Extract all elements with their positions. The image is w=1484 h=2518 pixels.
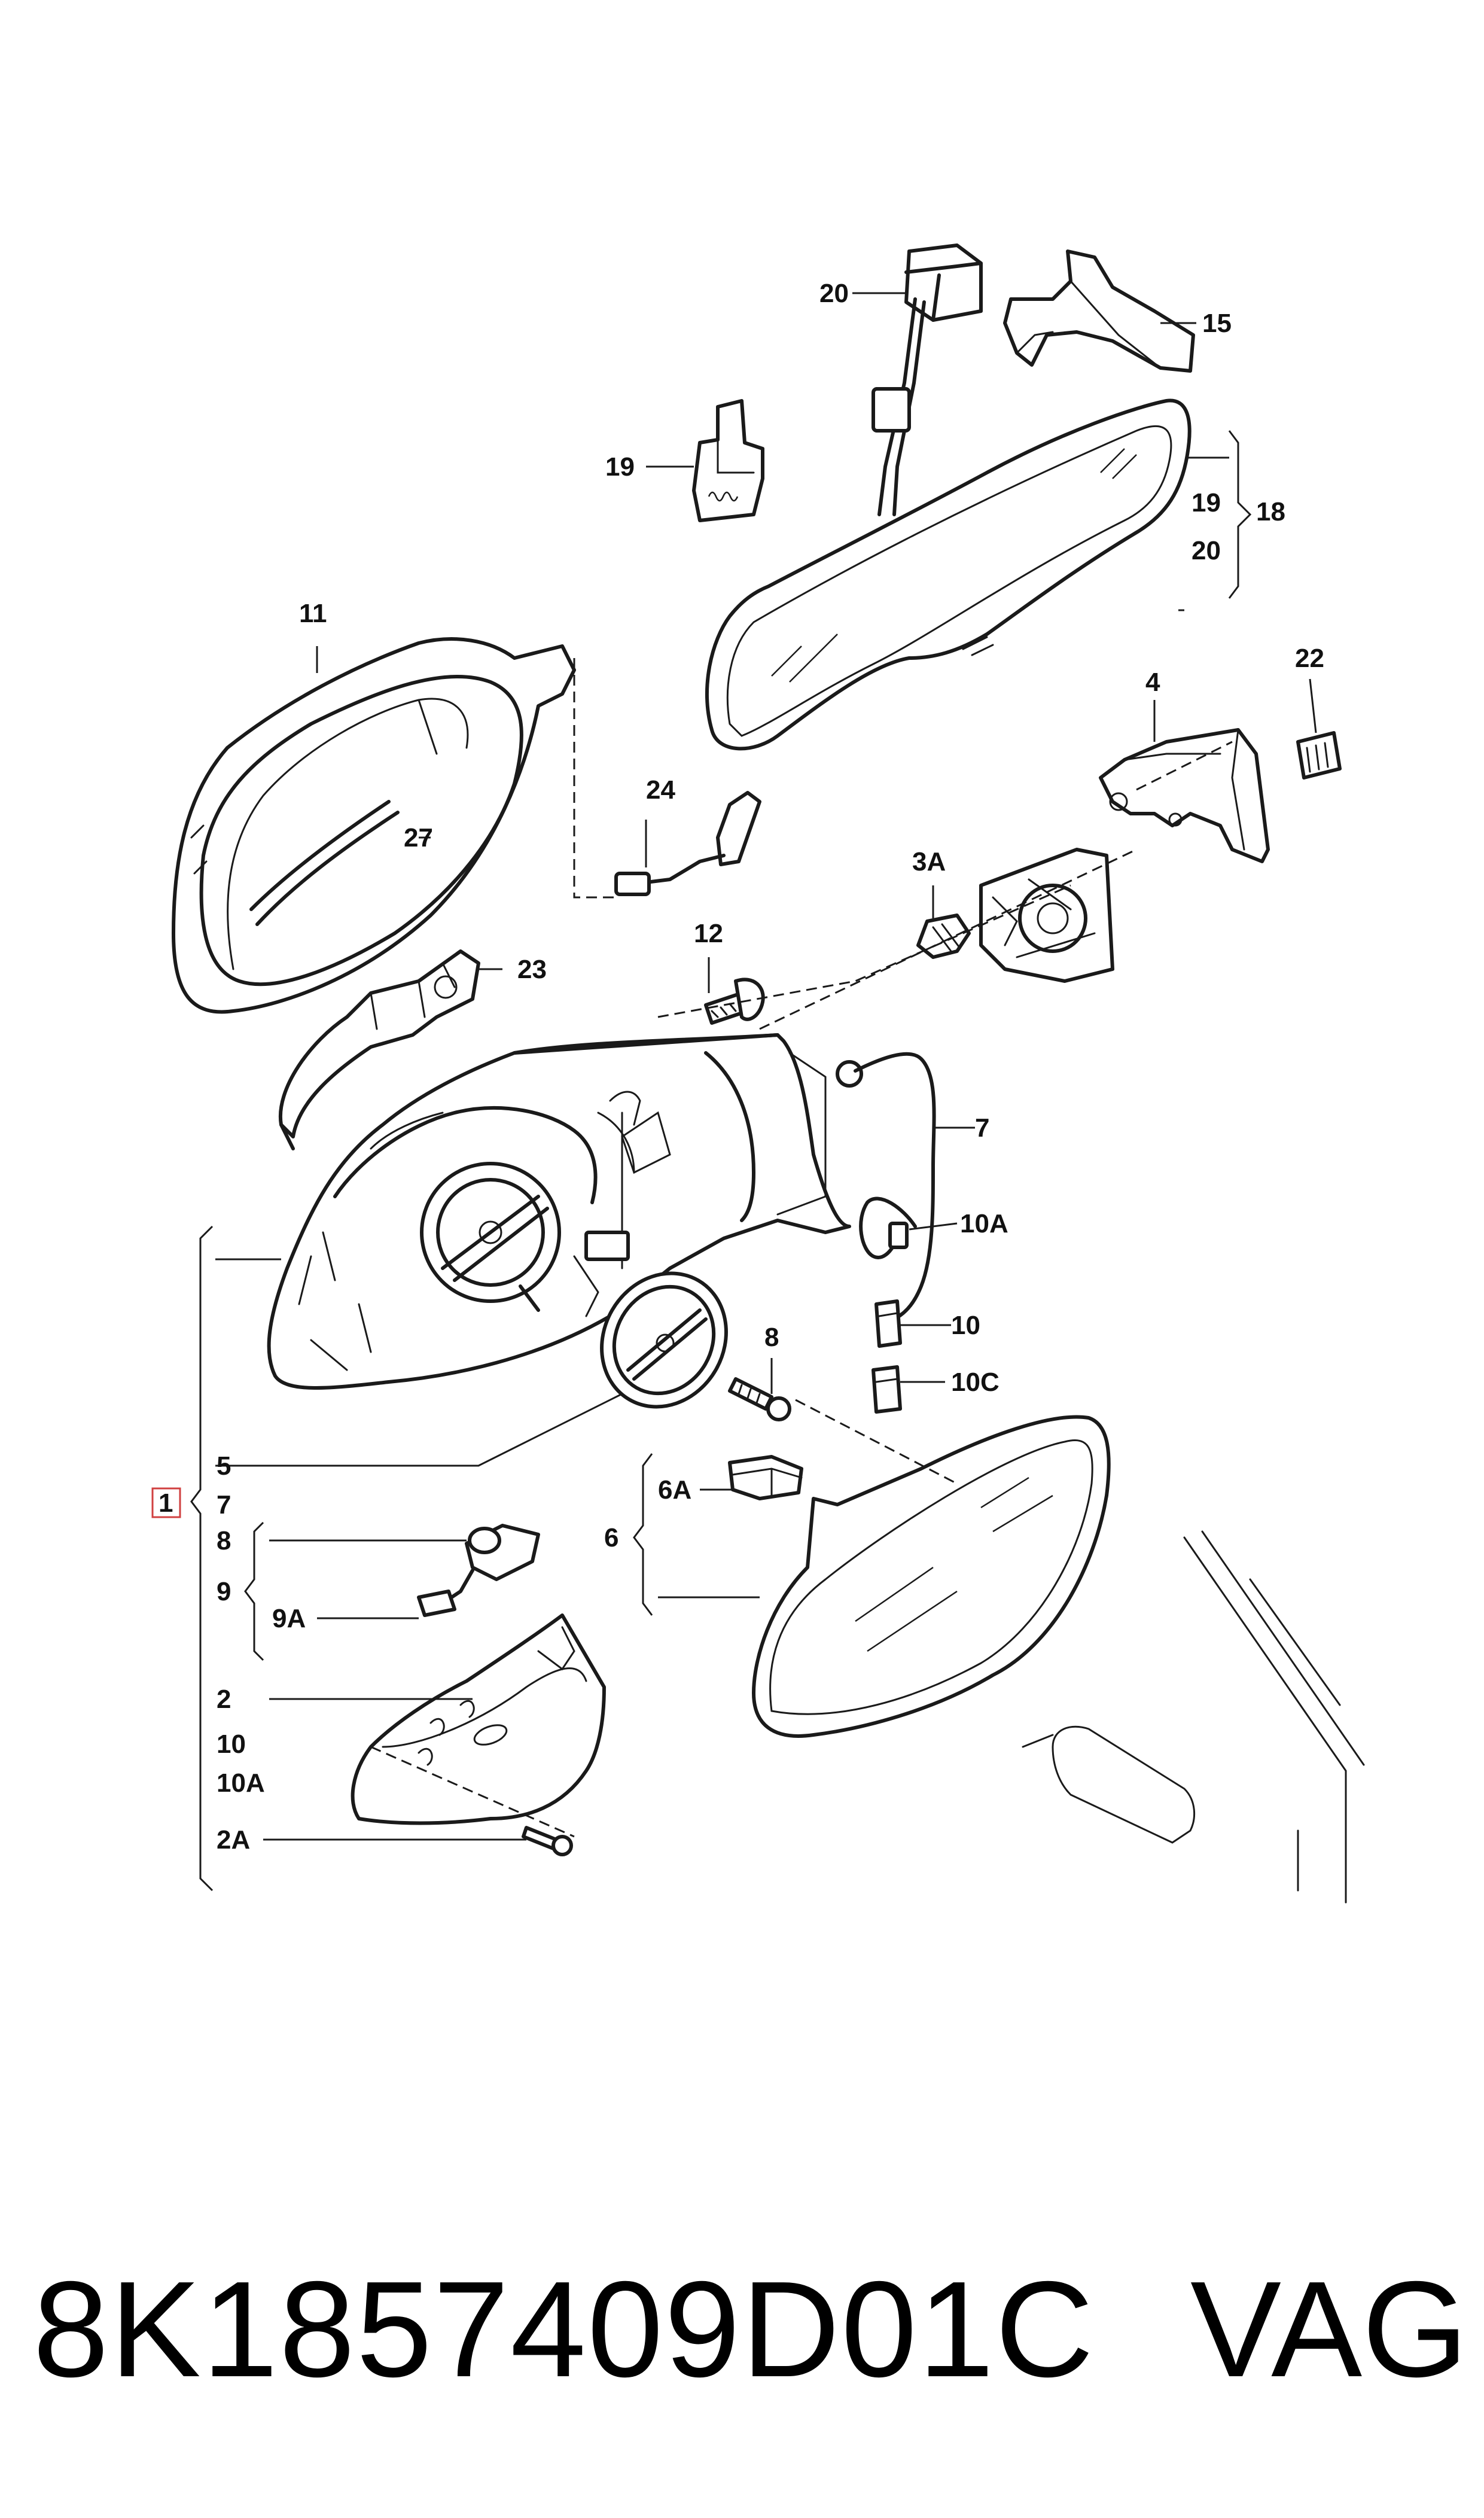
part-15-mirror-mount xyxy=(1003,249,1195,373)
part-11-mirror-cap xyxy=(172,637,576,1014)
door-outline xyxy=(1022,1530,1365,1904)
callout-1: 1 xyxy=(159,1488,173,1518)
part-22-clip xyxy=(1296,731,1342,780)
brand-label: VAG xyxy=(1190,2254,1468,2406)
part-3A-clip xyxy=(916,914,971,959)
callout-6: 6 xyxy=(604,1523,618,1552)
part-10C-connector xyxy=(871,1365,902,1414)
part-20-wiring-connector xyxy=(871,243,983,516)
callout-20-kit: 20 xyxy=(1192,536,1221,565)
part-18-interior-mirror xyxy=(705,398,1192,751)
callout-23: 23 xyxy=(517,955,547,984)
callout-24: 24 xyxy=(646,775,675,805)
callout-11: 11 xyxy=(299,599,327,628)
callout-19-kit: 19 xyxy=(1192,488,1221,517)
part-24-puddle-light xyxy=(614,791,761,896)
part-23-bracket xyxy=(278,949,480,1150)
callout-4: 4 xyxy=(1145,668,1160,697)
main-mirror-base xyxy=(267,1033,851,1390)
part-number: 8K1857409D01C xyxy=(33,2254,1095,2406)
part-adjuster-plate xyxy=(979,848,1114,983)
leader-lines xyxy=(190,292,1317,1892)
part-10-connector xyxy=(874,1299,902,1348)
callout-1-highlight xyxy=(151,1487,181,1518)
part-9-lamp-assembly xyxy=(417,1524,540,1617)
callout-5: 5 xyxy=(217,1451,231,1481)
callout-2A: 2A xyxy=(217,1825,250,1855)
part-4-bracket xyxy=(1099,728,1270,863)
callout-10C: 10C xyxy=(951,1368,1000,1397)
callout-8: 8 xyxy=(764,1323,779,1352)
callout-20: 20 xyxy=(819,279,849,308)
callout-3A: 3A xyxy=(912,847,946,876)
part-2-lower-cover xyxy=(351,1613,606,1825)
callout-6A: 6A xyxy=(658,1475,691,1505)
part-7-wiring-harness xyxy=(836,1052,936,1324)
part-6A-heater-connector xyxy=(728,1455,803,1500)
callout-labels: 20 15 19 19 20 18 11 22 4 24 27 3A 12 23… xyxy=(159,279,1324,1855)
part-19-rain-sensor xyxy=(692,399,764,522)
callout-18: 18 xyxy=(1256,497,1285,526)
callout-10-list: 10 xyxy=(217,1730,246,1759)
callout-10A-list: 10A xyxy=(217,1768,265,1798)
callout-27: 27 xyxy=(404,823,433,852)
callout-9: 9 xyxy=(217,1577,231,1606)
callout-10A: 10A xyxy=(960,1209,1008,1238)
part-12-screw xyxy=(704,978,765,1025)
callout-8-list: 8 xyxy=(217,1526,231,1555)
callout-12: 12 xyxy=(694,919,723,948)
callout-7: 7 xyxy=(975,1113,989,1143)
part-2A-screw xyxy=(522,1826,573,1856)
callout-2: 2 xyxy=(217,1685,231,1714)
assembly-dashed-lines xyxy=(370,658,1233,1838)
callout-10: 10 xyxy=(951,1311,980,1340)
part-6-mirror-glass xyxy=(752,1415,1111,1738)
callout-19: 19 xyxy=(605,452,635,482)
callout-7-list: 7 xyxy=(217,1490,231,1520)
callout-15: 15 xyxy=(1202,309,1232,338)
part-5-adjustment-motor xyxy=(600,1271,728,1409)
callout-9A: 9A xyxy=(272,1604,306,1633)
part-8-screw xyxy=(728,1377,791,1421)
callout-22: 22 xyxy=(1295,644,1324,673)
